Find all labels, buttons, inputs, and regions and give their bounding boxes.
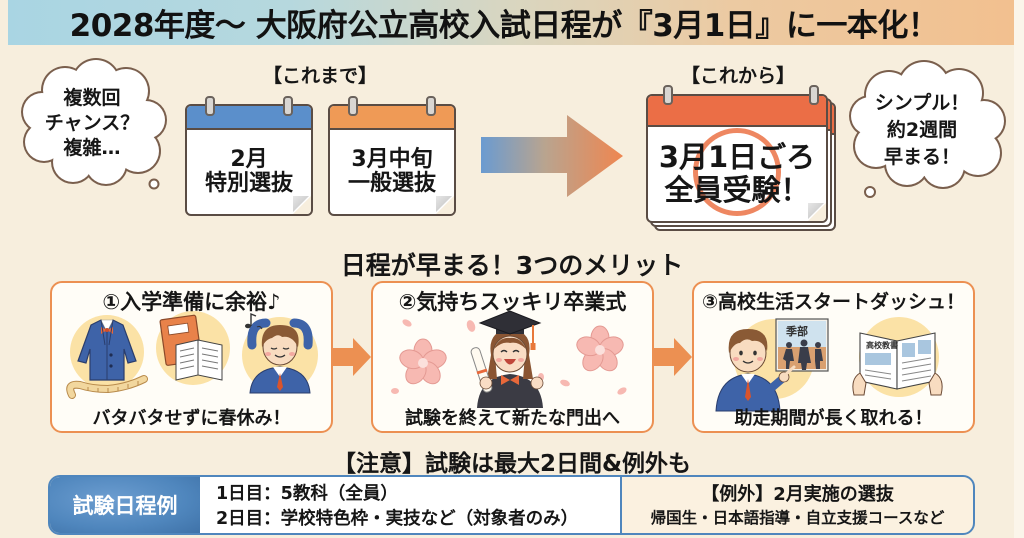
merit-card-head-start: 季部 高校教書 [692,281,975,433]
club-poster-icon: 季部 [775,318,829,372]
open-textbook-icon: 高校教書 [852,317,943,397]
schedule-panel: 試験日程例 1日目：5教科（全員） 2日目：学校特色枠・実技など（対象者のみ） … [48,475,975,535]
merit-caption: 試験を終えて新たな門出へ [404,408,621,429]
books-icon [156,311,230,385]
schedule-days: 1日目：5教科（全員） 2日目：学校特色枠・実技など（対象者のみ） [200,477,622,533]
calendar-ring [205,96,215,116]
calendar-ring [663,85,673,105]
thought-line: 早まる！ [883,146,960,168]
calendar-sheet: 3月中旬 一般選抜 [328,104,456,216]
cherry-blossom-icon [576,325,624,372]
merit-title: ②気持ちスッキリ卒業式 [398,290,627,314]
petal-icons [391,319,627,395]
calendar-header [648,96,826,127]
exception-title: 【例外】2月実施の選抜 [701,484,894,505]
poster-text: 季部 [785,324,808,338]
thought-line: 複雑… [63,137,121,159]
school-uniform-jacket-icon [70,315,144,389]
calendar-line: 3月1日ごろ [658,140,816,174]
calendar-sheet: 2月 特別選抜 [185,104,313,216]
thought-bubble-after [849,60,1006,198]
calendar-ring [426,96,436,116]
pointing-student-icon [715,329,796,412]
merit-title: ①入学準備に余裕♪ [102,290,281,314]
merit-illustration: 季部 高校教書 [715,317,943,412]
thought-bubble-before [21,58,167,190]
merit-illustration [391,310,627,408]
calendar-text: 2月 特別選抜 [187,148,311,196]
schedule-day-1: 1日目：5教科（全員） [216,484,398,504]
arrow-shape [481,115,623,197]
thought-text-before: 複数回 チャンス？ 複雑… [32,86,152,161]
cloud-fill [851,62,1004,187]
highlight-circle-icon [693,128,781,216]
title-banner: 2028年度～ 大阪府公立高校入試日程が『3月1日』に一本化！ [8,0,1014,45]
merit-card-graduation: ②気持ちスッキリ卒業式 試験を終えて新たな門出へ [371,281,654,433]
transition-arrow-icon [481,115,623,197]
merit-arrow-icon [654,338,692,376]
schedule-day-2: 2日目：学校特色枠・実技など（対象者のみ） [216,509,579,529]
relaxed-student-icon [242,317,318,394]
calendar-sheet: 3月1日ごろ 全員受験！ [646,94,828,223]
thought-dot [148,178,160,190]
schedule-label: 試験日程例 [50,477,200,533]
calendar-text: 3月中旬 一般選抜 [330,148,454,196]
cherry-blossom-icon [399,338,447,385]
music-note-icon [245,312,263,330]
cloud-fill [23,60,165,184]
page-edge [1014,0,1024,538]
merit-caption: バタバタせずに春休み！ [92,408,291,429]
textbook-title: 高校教書 [866,340,898,350]
label-after: 【これから】 [680,65,795,87]
label-before: 【これまで】 [262,65,377,87]
calendar-special-selection: 2月 特別選抜 [185,96,313,216]
merit-illustration [66,311,318,399]
merit-card-preparation: ①入学準備に余裕♪ バタバタせずに春休み！ [50,281,333,433]
thought-line: 約2週間 [886,119,958,141]
thought-dot [864,186,876,198]
merit-caption: 助走期間が長く取れる！ [734,408,933,429]
thought-text-after: シンプル！ 約2週間 早まる！ [862,90,982,171]
merits-heading: 日程が早まる！3つのメリット [340,251,684,280]
notice-heading: 【注意】試験は最大2日間&例外も [332,451,692,477]
exception-detail: 帰国生・日本語指導・自立支援コースなど [650,509,945,527]
calendar-ring [809,85,819,105]
exception-box: 【例外】2月実施の選抜 帰国生・日本語指導・自立支援コースなど [622,477,973,533]
calendar-march-1: 3月1日ごろ 全員受験！ [646,85,836,231]
tape-measure-icon [66,375,148,399]
merit-title: ③高校生活スタートダッシュ！ [701,291,966,313]
merit-arrow-icon [333,338,371,376]
calendar-line: 全員受験！ [664,173,810,207]
diploma-icon [470,347,544,393]
thought-line: 複数回 [63,87,121,109]
calendar-line: 特別選抜 [204,171,293,196]
calendar-general-selection: 3月中旬 一般選抜 [328,96,456,216]
calendar-ring [348,96,358,116]
calendar-line: 一般選抜 [347,171,436,196]
thought-line: シンプル！ [874,92,970,114]
calendar-text: 3月1日ごろ 全員受験！ [648,141,826,207]
calendar-line: 3月中旬 [351,147,433,172]
calendar-line: 2月 [230,147,268,172]
calendar-ring [283,96,293,116]
thought-line: チャンス？ [44,112,140,134]
page-title: 2028年度～ 大阪府公立高校入試日程が『3月1日』に一本化！ [69,8,939,44]
graduate-student-icon [477,310,543,408]
